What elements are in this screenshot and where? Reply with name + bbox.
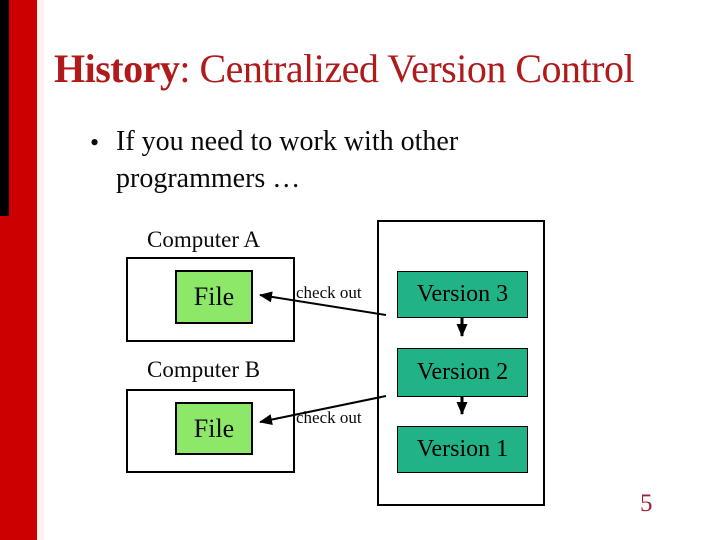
page-number: 5 bbox=[640, 490, 653, 517]
version-2-box: Version 2 bbox=[397, 348, 528, 397]
version-1-box: Version 1 bbox=[397, 426, 528, 473]
bullet-line-1: If you need to work with other bbox=[116, 126, 459, 157]
file-a-label: File bbox=[193, 282, 235, 311]
file-b-box: File bbox=[175, 402, 253, 455]
checkout-b-label: check out bbox=[296, 408, 362, 427]
slide-title-emphasis: History bbox=[54, 46, 180, 91]
slide-title: History: Centralized Version Control bbox=[54, 44, 720, 94]
checkout-a-label: check out bbox=[296, 283, 362, 302]
left-black-accent-bar bbox=[0, 0, 9, 216]
bullet-line-2: programmers … bbox=[116, 162, 301, 194]
bullet-text: If you need to work with other programme… bbox=[116, 124, 458, 198]
version-2-label: Version 2 bbox=[416, 359, 509, 385]
bullet-marker: • bbox=[90, 128, 100, 157]
left-bar-gap bbox=[37, 0, 44, 540]
bullet-item: • If you need to work with other program… bbox=[90, 124, 590, 198]
slide-title-rest: : Centralized Version Control bbox=[179, 46, 635, 91]
file-a-box: File bbox=[175, 270, 253, 324]
computer-a-label: Computer A bbox=[147, 227, 261, 252]
version-3-label: Version 3 bbox=[416, 281, 509, 307]
version-1-label: Version 1 bbox=[416, 436, 509, 462]
file-b-label: File bbox=[193, 413, 235, 443]
version-3-box: Version 3 bbox=[397, 271, 528, 318]
computer-b-label: Computer B bbox=[147, 357, 261, 382]
